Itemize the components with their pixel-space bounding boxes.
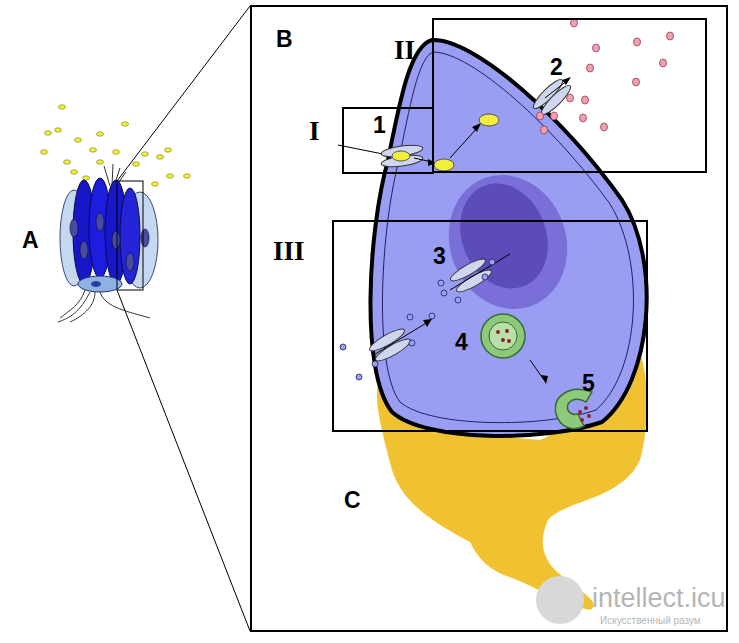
callout-number: 4 — [455, 331, 468, 354]
epithelium — [41, 105, 191, 322]
panel-letter: C — [344, 489, 361, 512]
ion-channel — [530, 19, 673, 134]
region-box: I — [342, 107, 434, 174]
watermark: Искусственный разум — [600, 616, 701, 626]
vesicle-transport — [340, 254, 592, 429]
watermark-emblem — [536, 576, 584, 624]
watermark: intellect.icu — [592, 585, 726, 612]
callout-number: 2 — [550, 56, 563, 79]
receptor-cell — [370, 40, 646, 436]
callout-number: 1 — [373, 114, 386, 137]
panel-letter: A — [22, 229, 39, 252]
region-box: III — [332, 220, 648, 432]
region-box: II — [432, 18, 707, 173]
region-label: III — [273, 238, 305, 265]
region-label: I — [309, 118, 320, 145]
panel-frame: BIIIIII — [250, 5, 728, 632]
region-label: II — [394, 37, 415, 64]
callout-number: 5 — [582, 372, 595, 395]
zoom-line — [117, 6, 250, 181]
callout-number: 3 — [433, 245, 446, 268]
nucleus — [430, 158, 586, 325]
region-label: B — [276, 28, 293, 51]
zoom-line — [117, 290, 250, 631]
odorant-binding — [338, 114, 499, 171]
